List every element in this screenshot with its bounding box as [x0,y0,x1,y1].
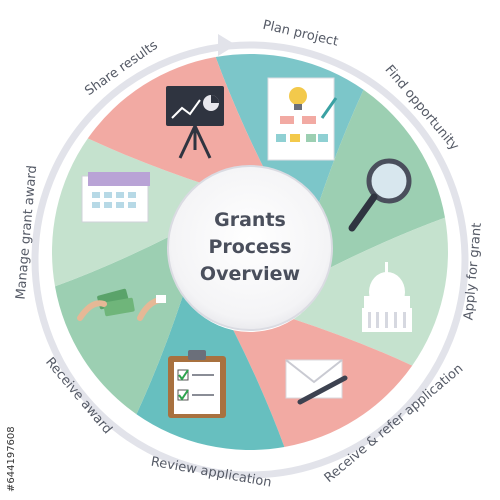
cycle-arrow-head-icon [218,34,236,56]
center-title-line-2: Process [208,236,291,258]
cycle-arrow-ring [31,41,469,479]
capitol-building-icon [362,262,412,332]
flowchart-document-icon [267,77,338,161]
segment-6 [55,235,183,415]
money-handover-icon [77,288,166,321]
center-title-line-3: Overview [200,263,300,285]
clipboard-checklist-icon [168,350,226,418]
envelope-pen-icon [285,359,348,405]
magnifying-glass-icon [348,158,412,232]
stock-id: #644197608 [6,426,17,492]
step-label-5: Review application [150,455,273,491]
calendar-icon [81,172,150,223]
icons [77,77,412,418]
center-title-line-1: Grants [214,209,286,231]
presentation-board-icon [166,86,224,159]
center-circle [167,165,333,331]
